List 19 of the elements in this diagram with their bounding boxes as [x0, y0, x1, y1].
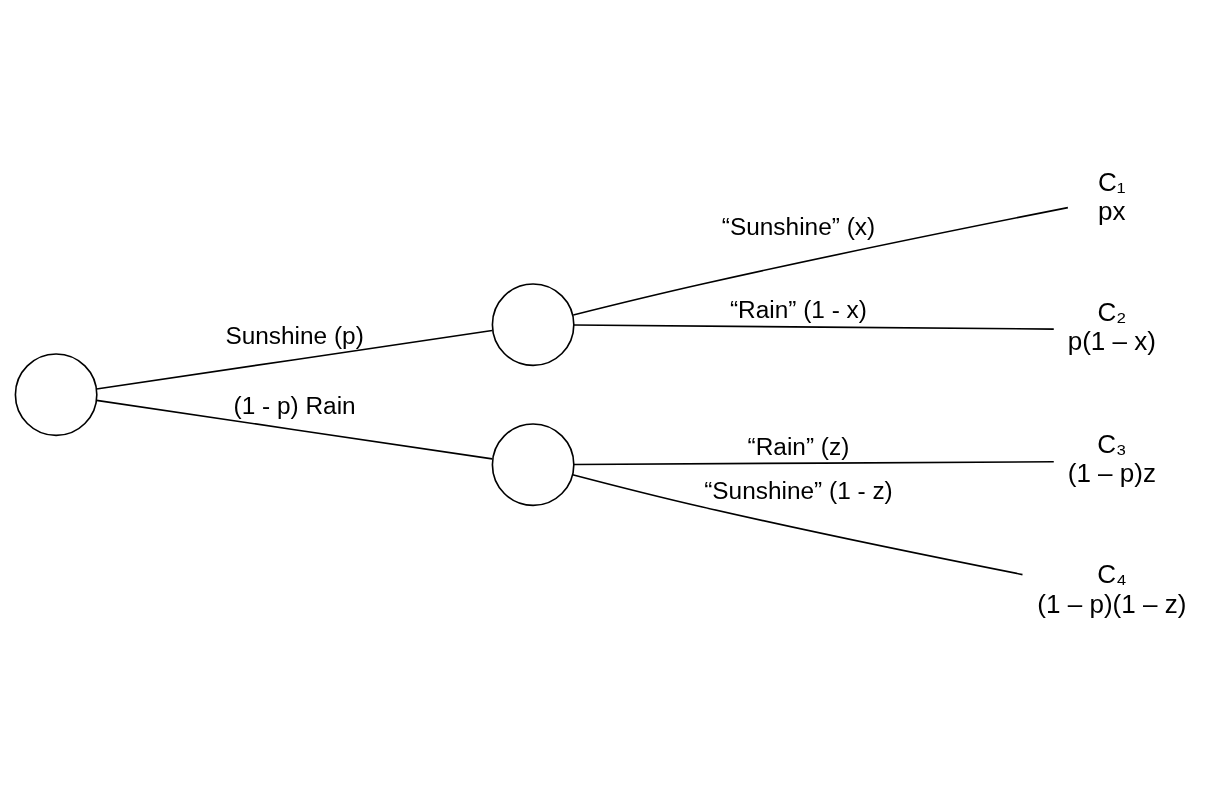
edge-label: “Sunshine” (1 - z) [704, 476, 893, 504]
connector [573, 460, 1055, 465]
node-circle [14, 352, 98, 436]
edge-label: “Rain” (1 - x) [730, 295, 867, 323]
node-text: C₁ px [1098, 166, 1126, 226]
node-text: C₂ p(1 – x) [1067, 296, 1156, 356]
node-circle [491, 282, 575, 366]
edge-label: Sunshine (p) [225, 321, 364, 349]
node-circle [491, 422, 575, 506]
edge-label: “Sunshine” (x) [721, 212, 876, 240]
connector [95, 329, 493, 390]
connector [95, 399, 493, 460]
connector [573, 323, 1055, 330]
connector [571, 473, 1024, 575]
connector [572, 206, 1069, 316]
node-text: C₄ (1 – p)(1 – z) [1037, 558, 1187, 619]
edge-label: (1 - p) Rain [233, 391, 356, 419]
node-text: C₃ (1 – p)z [1067, 428, 1156, 488]
edge-label: “Rain” (z) [747, 432, 850, 460]
